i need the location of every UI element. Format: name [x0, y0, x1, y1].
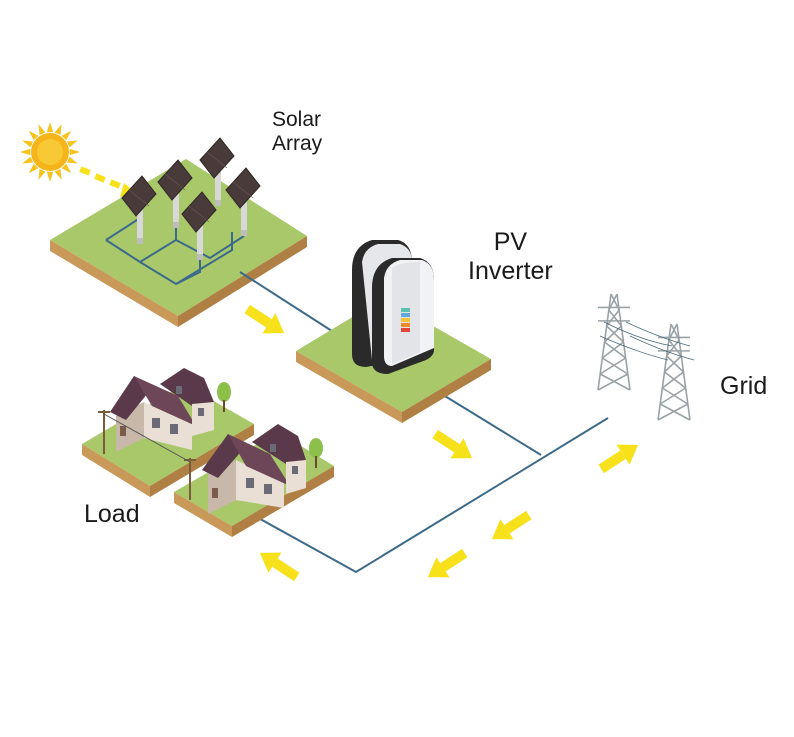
pv-inverter-label-line1: PV: [493, 228, 528, 256]
power-wires: [239, 271, 609, 574]
transmission-tower-icon: [597, 293, 695, 421]
grid-label: Grid: [720, 372, 768, 400]
sun-icon: [20, 122, 80, 182]
solar-array-label-line2: Array: [272, 132, 323, 156]
solar-array-label: Solar Array: [272, 108, 322, 156]
load-label: Load: [84, 500, 140, 528]
solar-array-label-line1: Solar: [272, 108, 322, 131]
house-icon: [110, 368, 231, 452]
pv-inverter-label-line2: Inverter: [468, 256, 553, 285]
flow-arrow-icon: [244, 304, 639, 582]
utility-pole-icon: [98, 410, 196, 500]
inverter-icon: [352, 240, 434, 374]
solar-panel-icon: [121, 137, 261, 260]
house-icon: [202, 424, 323, 514]
pv-inverter-label: PV Inverter: [468, 228, 553, 286]
